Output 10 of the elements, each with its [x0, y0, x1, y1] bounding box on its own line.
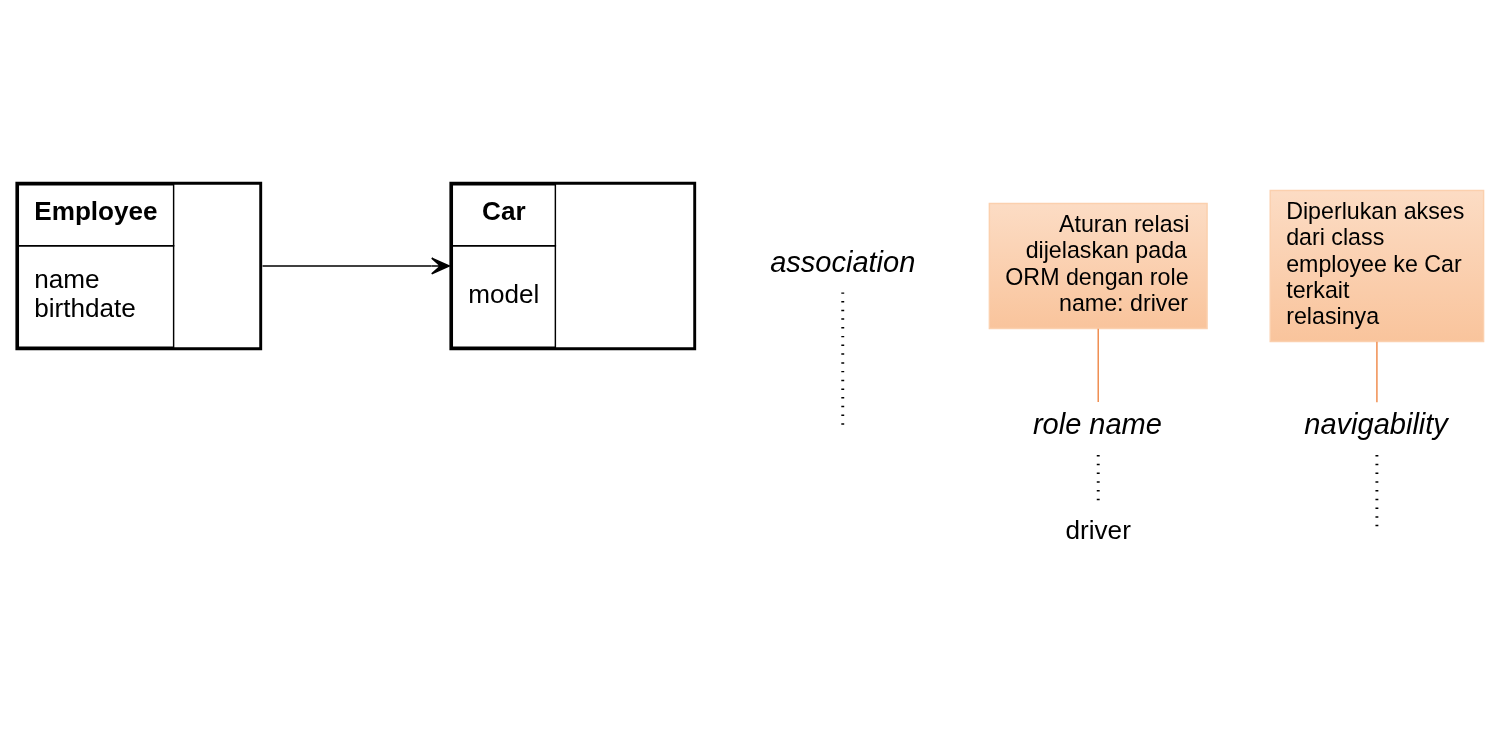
node-text: driver — [1065, 515, 1131, 546]
node-text: navigability — [1304, 408, 1448, 441]
node-box: Aturan relasi dijelaskan pada ORM dengan role name: driver — [988, 202, 1208, 330]
node-text: role name — [1032, 408, 1162, 441]
connector — [1097, 328, 1099, 403]
node-text: association — [770, 245, 916, 278]
connector — [1376, 340, 1378, 403]
connector — [841, 292, 845, 428]
node-box: Diperlukan akses dari class employee ke Car terkait relasinya — [1269, 189, 1485, 343]
arrow — [261, 257, 450, 275]
